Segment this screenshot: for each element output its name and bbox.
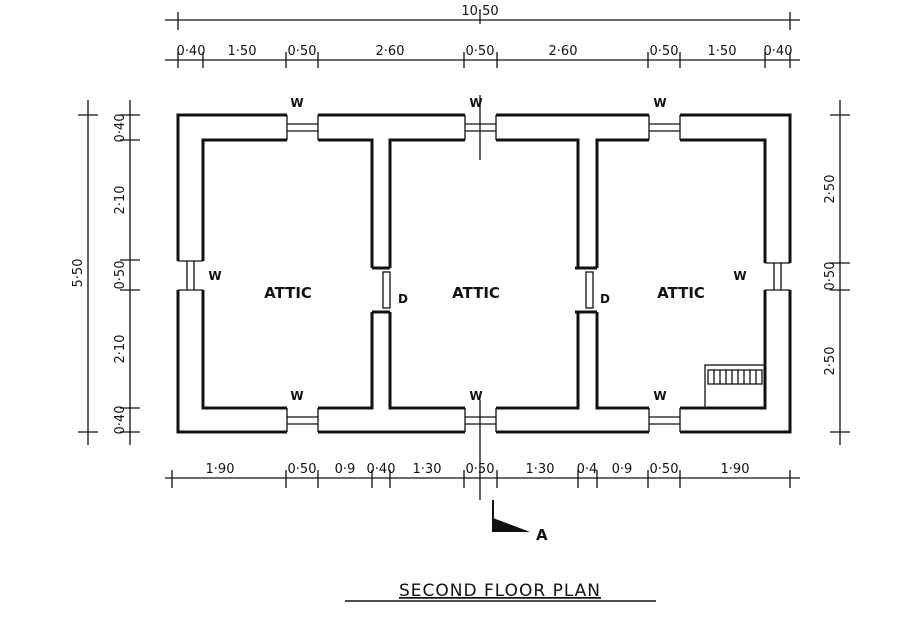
dim-bottom: 0·50 [466,462,495,477]
door-label: D [398,292,408,306]
dim-right: 0·50 [823,262,838,291]
dim-bottom: 1·90 [206,462,235,477]
window-label: W [290,389,303,403]
window-label: W [733,269,746,283]
dim-bottom: 0·40 [367,462,396,477]
dim-top: 0·50 [288,44,317,59]
room-label-attic-1: ATTIC [264,284,312,302]
dim-right: 2·50 [823,175,838,204]
window-label: W [290,96,303,110]
dim-bottom: 0·50 [650,462,679,477]
room-label-attic-3: ATTIC [657,284,705,302]
dim-top: 2·60 [376,44,405,59]
dim-top: 0·40 [177,44,206,59]
stair-icon [704,364,766,409]
window-label: W [469,96,482,110]
room-2-inner-wall [388,138,580,410]
dim-left: 2·10 [113,186,128,215]
dimension-lines [78,12,850,488]
dim-top: 0·40 [764,44,793,59]
window-label: W [208,269,221,283]
dim-left: 0·40 [113,114,128,143]
window-label: W [653,96,666,110]
dim-bottom: 1·90 [721,462,750,477]
walls [176,113,792,434]
window-label: W [653,389,666,403]
dim-right: 2·50 [823,347,838,376]
dim-top: 0·50 [466,44,495,59]
door-label: D [600,292,610,306]
dim-top: 1·50 [228,44,257,59]
dim-bottom: 0·50 [288,462,317,477]
drawing-title: SECOND FLOOR PLAN [399,581,601,601]
dim-top: 1·50 [708,44,737,59]
window-label: W [469,389,482,403]
dim-left: 2·10 [113,335,128,364]
dim-top: 0·50 [650,44,679,59]
section-marker: A [479,10,548,544]
dim-bottom: 0·9 [612,462,633,477]
dim-left: 0·50 [113,261,128,290]
dim-bottom: 1·30 [526,462,555,477]
dimension-texts: 10·50 0·40 1·50 0·50 2·60 0·50 2·60 0·50… [71,4,838,477]
section-label: A [536,526,548,544]
dim-bottom: 1·30 [413,462,442,477]
dim-bottom: 0·4 [577,462,598,477]
opening-labels: W W W W W W W W D D [208,96,746,403]
outer-wall [176,113,792,434]
room-label-attic-2: ATTIC [452,284,500,302]
dim-bottom: 0·9 [335,462,356,477]
dim-top: 2·60 [549,44,578,59]
overall-width: 10·50 [461,4,498,19]
room-1-inner-wall [201,138,374,410]
overall-depth: 5·50 [71,259,86,288]
windows [175,112,793,435]
dim-left: 0·40 [113,406,128,435]
